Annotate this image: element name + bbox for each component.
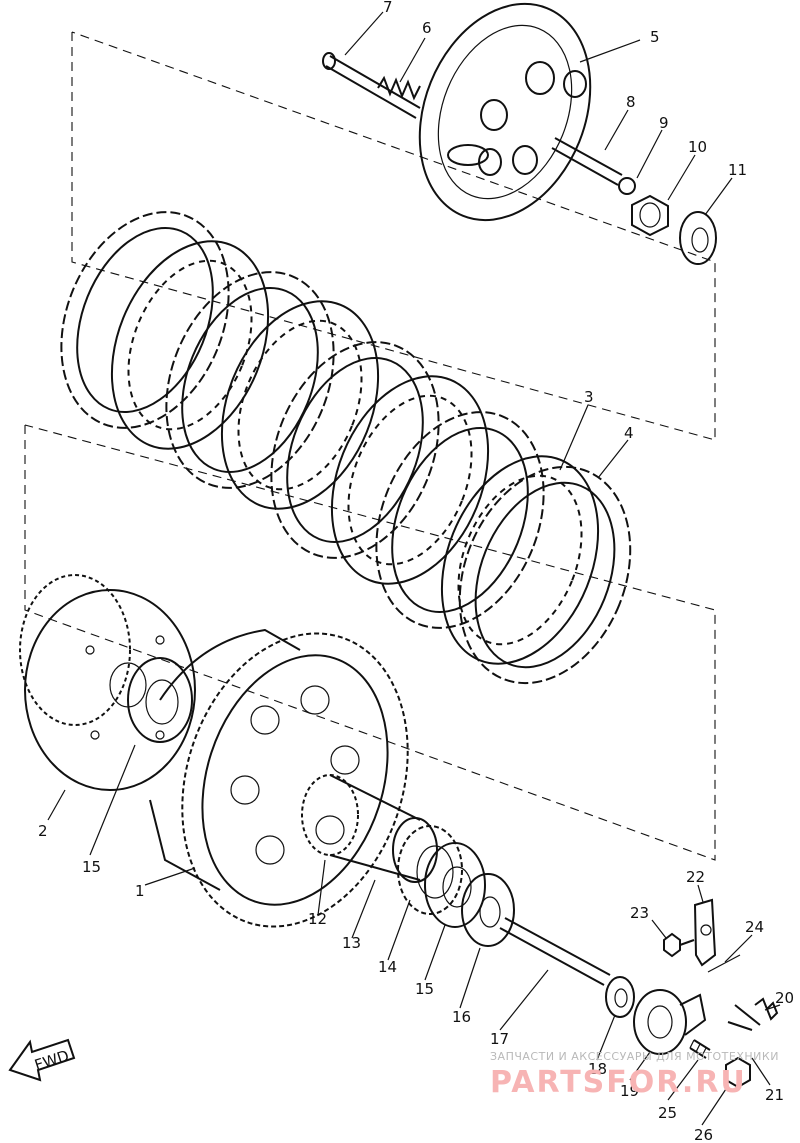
part-label-1: 1 <box>135 882 145 900</box>
locknut <box>725 1056 751 1089</box>
part-label-24: 24 <box>745 918 764 936</box>
part-label-23: 23 <box>630 904 649 922</box>
leader-lines <box>47 11 781 1126</box>
part-label-12: 12 <box>308 910 327 928</box>
watermark: ЗАПЧАСТИ И АКСЕССУАРЫ ДЛЯ МОТОТЕХНИКИ PA… <box>490 1050 779 1100</box>
friction-plate <box>375 411 545 629</box>
washer <box>424 842 486 928</box>
push-rod-long <box>499 917 611 986</box>
friction-plate <box>165 271 335 489</box>
assembly-outline-lower <box>24 424 716 861</box>
bolt <box>663 932 695 958</box>
oil-seal <box>605 976 635 1018</box>
part-label-16: 16 <box>452 1008 471 1026</box>
washer <box>679 211 717 265</box>
watermark-brand: PARTSFOR.RU <box>490 1065 747 1100</box>
nut <box>631 194 669 237</box>
dowel-pin <box>727 1021 753 1031</box>
primary-drive-gear <box>301 774 421 881</box>
friction-plate <box>60 211 230 429</box>
watermark-tagline: ЗАПЧАСТИ И АКСЕССУАРЫ ДЛЯ МОТОТЕХНИКИ <box>490 1050 779 1063</box>
clutch-plate <box>110 240 270 450</box>
screw <box>689 1039 711 1059</box>
friction-plate <box>270 341 440 559</box>
part-label-15: 15 <box>82 858 101 876</box>
part-label-6: 6 <box>422 19 432 37</box>
clutch-plate <box>440 455 600 665</box>
part-label-14: 14 <box>378 958 397 976</box>
spring <box>377 75 421 101</box>
part-label-2: 2 <box>38 822 48 840</box>
clutch-housing <box>149 628 409 928</box>
pressure-plate <box>418 2 592 222</box>
part-label-26: 26 <box>694 1126 713 1143</box>
part-label-15b: 15 <box>415 980 434 998</box>
part-label-18: 18 <box>588 1060 607 1078</box>
spacer <box>392 817 438 883</box>
push-rod-shaft <box>551 137 623 186</box>
clutch-boss <box>19 574 196 791</box>
steel-ball <box>618 177 636 195</box>
part-labels: 7 6 5 8 9 10 11 3 4 2 15 1 12 13 14 15 1… <box>38 0 794 1143</box>
assembly-outline-upper <box>71 31 716 441</box>
part-label-21: 21 <box>765 1086 784 1104</box>
thrust-washer <box>127 657 193 743</box>
part-label-3: 3 <box>584 388 594 406</box>
part-label-4: 4 <box>624 424 634 442</box>
part-label-20: 20 <box>775 989 794 1007</box>
spring-pin <box>707 954 741 973</box>
friction-plate <box>458 465 632 685</box>
clutch-plate <box>220 300 380 510</box>
push-lever-body <box>633 989 707 1055</box>
part-label-9: 9 <box>659 114 669 132</box>
washer <box>461 873 515 947</box>
part-label-10: 10 <box>688 138 707 156</box>
part-label-13: 13 <box>342 934 361 952</box>
part-label-11: 11 <box>728 161 747 179</box>
part-label-7: 7 <box>383 0 393 16</box>
adjusting-screw <box>734 997 779 1026</box>
part-label-17: 17 <box>490 1030 509 1048</box>
lever-arm <box>693 898 717 967</box>
part-label-22: 22 <box>686 868 705 886</box>
forward-arrow-icon: FWD <box>8 1038 76 1082</box>
part-label-8: 8 <box>626 93 636 111</box>
bearing <box>397 825 463 915</box>
clutch-push-rod-short <box>322 52 421 119</box>
part-label-19: 19 <box>620 1082 639 1100</box>
part-label-5: 5 <box>650 28 660 46</box>
part-label-25: 25 <box>658 1104 677 1122</box>
